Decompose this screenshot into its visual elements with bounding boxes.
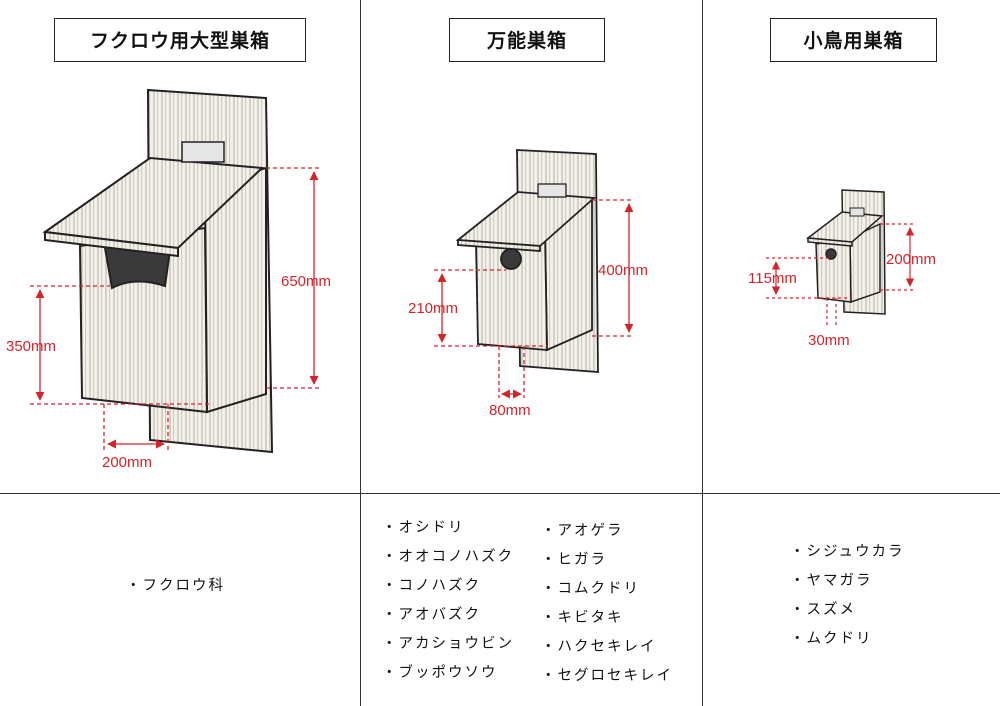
small-birdhouse — [806, 189, 886, 315]
list-item: ・スズメ — [790, 602, 856, 618]
list-item: ・キビタキ — [541, 610, 624, 626]
universal-hole-height-label: 210mm — [408, 300, 458, 317]
small-height-label: 200mm — [886, 251, 936, 268]
universal-species-list-left: ・オシドリ ・オオコノハズク ・コノハズク ・アオバズク ・アカショウビン ・ブ… — [382, 514, 514, 688]
list-item: ・オオコノハズク — [382, 549, 514, 565]
list-item: ・オシドリ — [382, 520, 465, 536]
title-small-bird-box: 小鳥用巣箱 — [770, 18, 937, 62]
owl-species-list: ・フクロウ科 — [126, 572, 225, 601]
universal-width-label: 80mm — [489, 402, 531, 419]
universal-birdhouse — [455, 149, 599, 373]
universal-height-label: 400mm — [598, 262, 648, 279]
list-item: ・フクロウ科 — [126, 578, 225, 594]
list-item: ・ヒガラ — [541, 552, 607, 568]
title-universal-box: 万能巣箱 — [449, 18, 605, 62]
list-item: ・コムクドリ — [541, 581, 640, 597]
small-species-list: ・シジュウカラ ・ヤマガラ ・スズメ ・ムクドリ — [790, 538, 904, 654]
list-item: ・コノハズク — [382, 578, 481, 594]
small-hole-height-label: 115mm — [748, 270, 797, 287]
small-width-label: 30mm — [808, 332, 850, 349]
column-divider-1 — [360, 0, 361, 706]
universal-dimension-lines — [434, 199, 634, 399]
row-divider — [0, 493, 1000, 494]
column-divider-2 — [702, 0, 703, 706]
small-dimension-lines — [766, 223, 916, 326]
title-owl-box: フクロウ用大型巣箱 — [54, 18, 306, 62]
list-item: ・シジュウカラ — [790, 544, 905, 560]
universal-species-list-right: ・アオゲラ ・ヒガラ ・コムクドリ ・キビタキ ・ハクセキレイ ・セグロセキレイ — [541, 517, 673, 691]
owl-hole-height-label: 350mm — [6, 338, 56, 355]
list-item: ・ハクセキレイ — [541, 639, 657, 655]
owl-dimension-lines — [30, 167, 322, 450]
list-item: ・ヤマガラ — [790, 573, 873, 589]
owl-height-label: 650mm — [281, 273, 331, 290]
list-item: ・ブッポウソウ — [382, 665, 498, 681]
list-item: ・セグロセキレイ — [541, 668, 673, 684]
list-item: ・アオバズク — [382, 607, 481, 623]
owl-birdhouse — [42, 88, 274, 454]
list-item: ・アカショウビン — [382, 636, 514, 652]
list-item: ・アオゲラ — [541, 523, 624, 539]
owl-width-label: 200mm — [102, 454, 152, 471]
list-item: ・ムクドリ — [790, 631, 873, 647]
